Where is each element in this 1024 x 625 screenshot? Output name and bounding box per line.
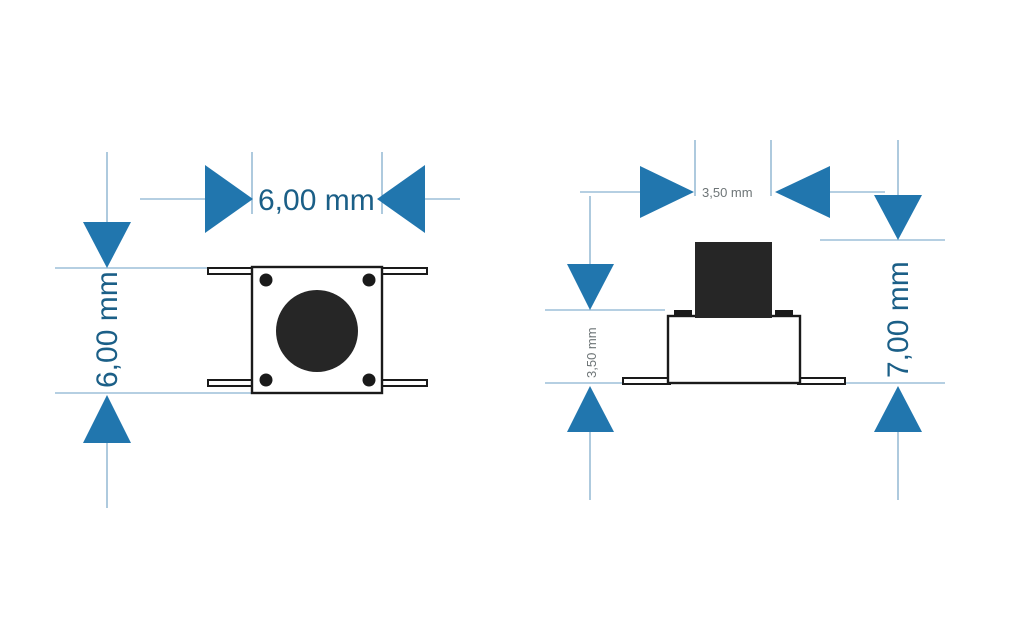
lead-right [797, 377, 846, 385]
arrow-sv-total-bottom [874, 386, 922, 432]
corner-pin-bottom-right [362, 373, 376, 387]
corner-pin-top-right [362, 273, 376, 287]
arrow-width-right [377, 165, 425, 233]
corner-pin-top-left [259, 273, 273, 287]
arrow-sv-height-bottom [567, 386, 614, 432]
dimension-side-total-height: 7,00 mm [874, 195, 922, 432]
top-view-corner-pins [259, 273, 376, 387]
dimension-label-side-total-height: 7,00 mm [882, 261, 915, 378]
lead-bottom-left [207, 379, 255, 387]
arrow-sv-total-top [874, 195, 922, 240]
dimension-label-top-width: 6,00 mm [258, 184, 375, 217]
side-view-shoulder-tabs [674, 310, 793, 317]
side-view-group: 3,50 mm 3,50 mm 7,00 mm [545, 140, 945, 500]
dimension-top-height: 6,00 mm [83, 222, 131, 443]
lead-top-right [380, 267, 428, 275]
shoulder-tab-right [775, 310, 793, 317]
switch-side-view [622, 242, 846, 385]
lead-left [622, 377, 671, 385]
arrow-height-bottom [83, 395, 131, 443]
side-view-body [666, 314, 802, 385]
shoulder-tab-left [674, 310, 692, 317]
arrow-width-left [205, 165, 253, 233]
switch-top-view [207, 265, 428, 395]
lead-top-left [207, 267, 255, 275]
dimension-label-side-body-height: 3,50 mm [584, 327, 599, 378]
arrow-sv-width-right [775, 166, 830, 218]
dimension-label-side-button-width: 3,50 mm [702, 185, 753, 200]
corner-pin-bottom-left [259, 373, 273, 387]
dimension-label-top-height: 6,00 mm [91, 271, 124, 388]
top-view-group: 6,00 mm 6,00 mm [55, 152, 460, 508]
arrow-sv-width-left [640, 166, 694, 218]
side-view-actuator-button [695, 242, 772, 318]
arrow-height-top [83, 222, 131, 268]
dimension-top-width: 6,00 mm [205, 165, 425, 233]
top-view-extension-lines [55, 152, 460, 508]
top-view-actuator-button [276, 290, 358, 372]
arrow-sv-height-top [567, 264, 614, 310]
dimension-side-button-width: 3,50 mm [640, 166, 830, 218]
dimension-side-body-height: 3,50 mm [567, 264, 614, 432]
lead-bottom-right [380, 379, 428, 387]
